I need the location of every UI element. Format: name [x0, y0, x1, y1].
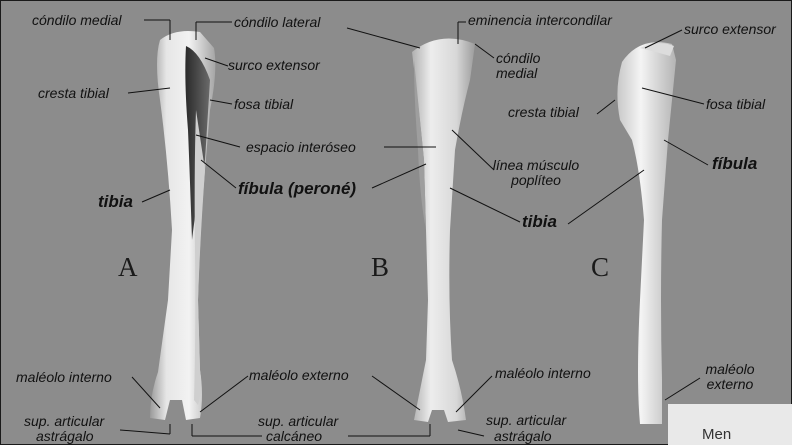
label-espacio-interoseo: espacio interóseo — [246, 140, 356, 155]
label-maleolo-externo-c-2: externo — [694, 377, 766, 392]
label-surco-extensor-c: surco extensor — [684, 22, 776, 37]
label-sup-articular-astragalo-a-1: sup. articular — [24, 414, 104, 429]
label-maleolo-interno-b: maléolo interno — [495, 366, 591, 381]
label-sup-articular-calcaneo-1: sup. articular — [258, 414, 338, 429]
label-surco-extensor-a: surco extensor — [228, 58, 320, 73]
label-condilo-lateral: cóndilo lateral — [234, 15, 320, 30]
label-maleolo-interno-a: maléolo interno — [16, 370, 112, 385]
panel-letter-b: B — [371, 252, 389, 283]
label-cresta-tibial-a: cresta tibial — [38, 86, 109, 101]
panel-letter-c: C — [591, 252, 609, 283]
label-maleolo-externo-c-1: maléolo — [694, 362, 766, 377]
label-tibia-b: tibia — [522, 213, 557, 231]
label-fosa-tibial-c: fosa tibial — [706, 97, 765, 112]
label-condilo-medial-a: cóndilo medial — [32, 13, 122, 28]
bone-c — [617, 42, 676, 424]
label-eminencia-intercondilar: eminencia intercondilar — [468, 13, 612, 28]
label-fosa-tibial-a: fosa tibial — [234, 97, 293, 112]
panel-letter-a: A — [118, 252, 138, 283]
label-linea-musculo-popliteo-2: poplíteo — [488, 173, 584, 188]
label-sup-articular-astragalo-b-2: astrágalo — [494, 429, 552, 444]
label-fibula-c: fíbula — [712, 155, 757, 173]
label-sup-articular-calcaneo-2: calcáneo — [266, 429, 322, 444]
watermark: Men — [668, 404, 792, 445]
label-condilo-medial-b-1: cóndilo — [496, 51, 540, 66]
label-sup-articular-astragalo-a-2: astrágalo — [36, 429, 94, 444]
label-linea-musculo-popliteo-1: línea músculo — [488, 158, 584, 173]
label-condilo-medial-b-2: medial — [496, 66, 537, 81]
label-sup-articular-astragalo-b-1: sup. articular — [486, 413, 566, 428]
label-tibia-a: tibia — [98, 193, 133, 211]
label-fibula-perone: fíbula (peroné) — [238, 180, 356, 198]
label-cresta-tibial-c: cresta tibial — [508, 105, 579, 120]
bone-b — [412, 39, 475, 422]
watermark-text: Men — [702, 426, 731, 443]
label-maleolo-externo-a: maléolo externo — [249, 368, 349, 383]
